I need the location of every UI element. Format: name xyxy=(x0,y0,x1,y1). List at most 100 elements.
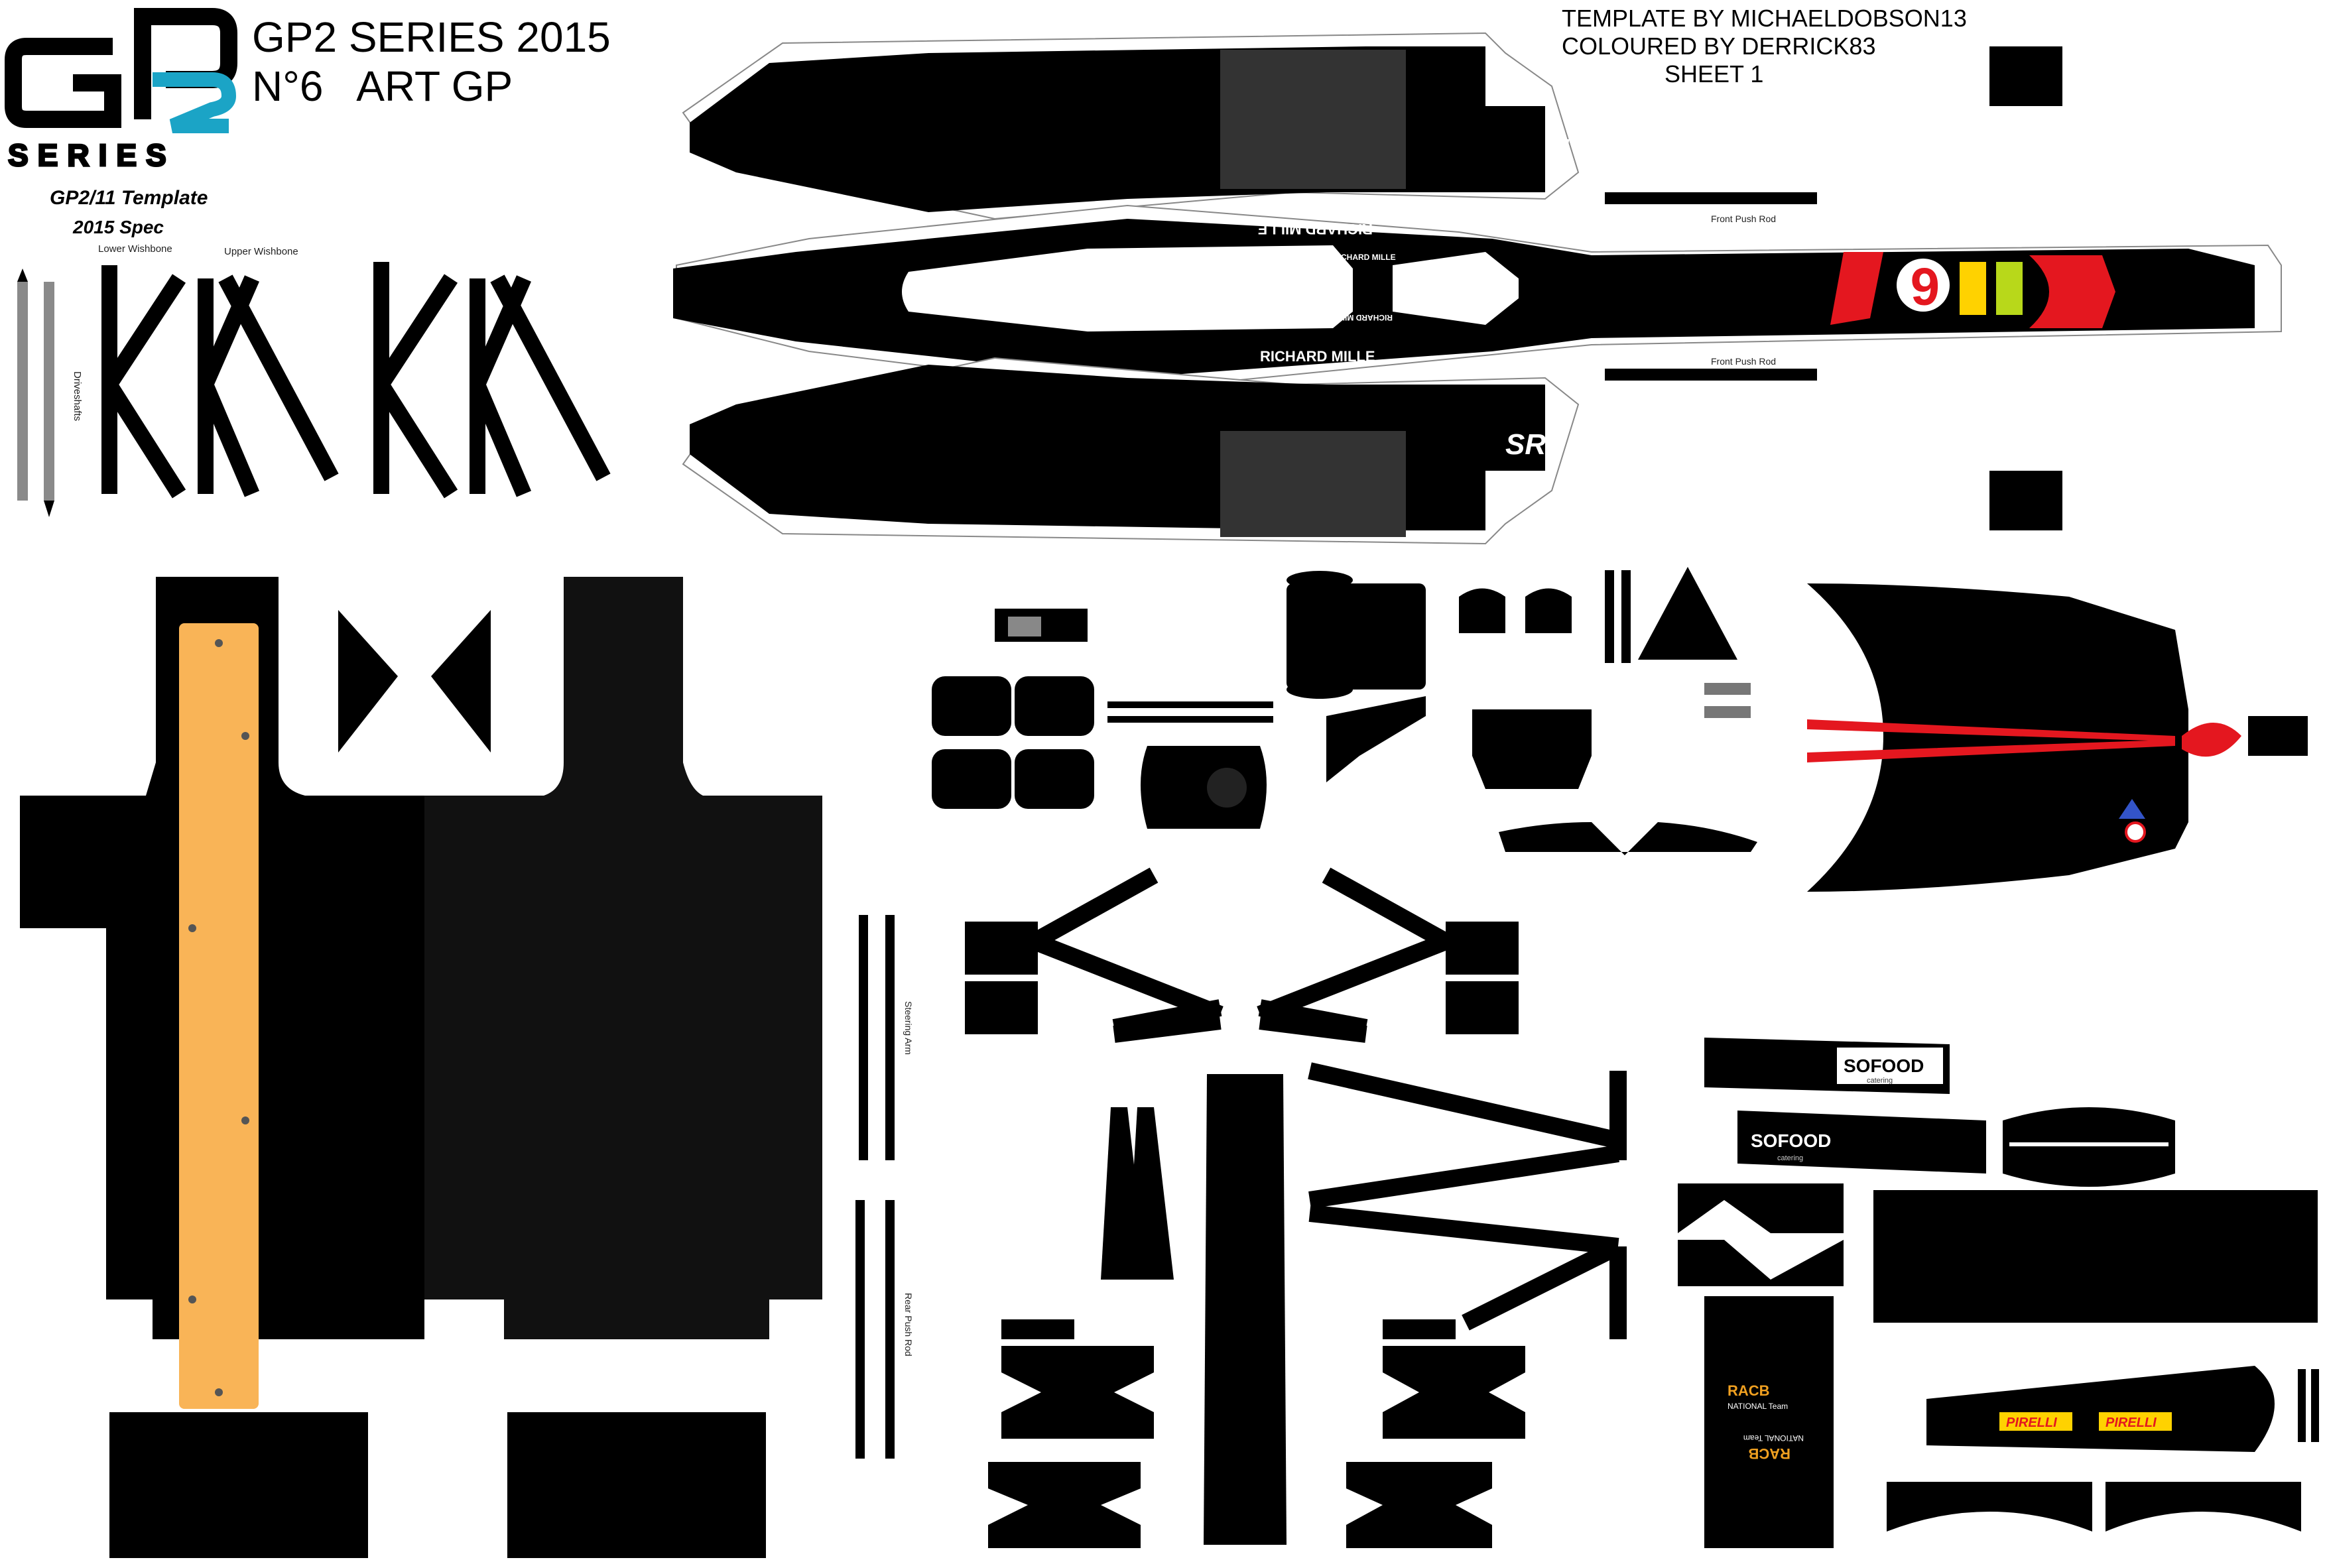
wing-arc-right xyxy=(2105,1482,2301,1532)
chevron-part-2 xyxy=(1678,1240,1844,1286)
headrest-top xyxy=(1287,571,1353,589)
wishbone-4 xyxy=(470,274,611,497)
hub-block-left-2 xyxy=(965,981,1038,1034)
bracket xyxy=(1383,1319,1456,1339)
sidepod-bottom-panel: SRS.F xyxy=(682,357,2062,545)
engine-spine xyxy=(1204,1074,1287,1545)
sidepod-top-mesh xyxy=(1220,50,1406,189)
wing-post-2 xyxy=(2311,1369,2319,1442)
nose-cone xyxy=(1807,583,2308,892)
nose-red-stripe xyxy=(1807,719,2175,762)
driveshafts xyxy=(17,269,54,517)
logo-word: SERIES xyxy=(8,138,176,172)
wishbone-3 xyxy=(373,262,458,499)
rod-2 xyxy=(1107,716,1273,723)
steering-arm-1 xyxy=(859,915,868,1160)
driveshaft-end-top xyxy=(17,269,28,282)
arm-right-lower xyxy=(1258,999,1368,1043)
driveshaft-end-bottom xyxy=(44,501,54,517)
wishbone-2 xyxy=(198,274,339,497)
nose-tip-red xyxy=(2182,723,2241,757)
sidepod-bottom-body xyxy=(690,365,1545,530)
sofood-panel-1: SOFOOD catering xyxy=(1704,1038,1950,1094)
mirror-right xyxy=(1525,588,1572,633)
logo-2-shape xyxy=(153,72,237,133)
sofood-logo: SOFOOD xyxy=(1751,1130,1831,1151)
sofood-sub: catering xyxy=(1867,1077,1893,1085)
racb-sub-1: NATIONAL Team xyxy=(1728,1402,1788,1411)
floor-diffuser-left xyxy=(109,1412,368,1558)
front-push-rod-label-1: Front Push Rod xyxy=(1711,213,1776,224)
richard-mille-small-1: RICHARD MILLE xyxy=(1333,253,1396,262)
stripe-on-rounded-panel xyxy=(2009,1142,2168,1146)
sidepod-bottom-mesh xyxy=(1220,431,1406,537)
bar-1 xyxy=(1605,570,1614,663)
chevron-part-1 xyxy=(1678,1183,1844,1233)
engine-cover-block xyxy=(1472,709,1592,756)
rear-push-rod-1 xyxy=(855,1200,865,1459)
nose-tip-block xyxy=(2248,716,2308,756)
richard-mille-small-2: RICHARD MILLE xyxy=(1330,313,1393,322)
car-line: N°6 ART GP xyxy=(252,62,513,110)
rear-push-rod-2 xyxy=(885,1200,895,1459)
pirelli-badge-chassis xyxy=(1960,262,1986,315)
rear-push-rod-label: Rear Push Rod xyxy=(903,1293,914,1357)
sofood-panel-2: SOFOOD catering xyxy=(1737,1111,1986,1174)
wishbone-1 xyxy=(101,265,186,499)
arm-left-upper xyxy=(1030,867,1224,1023)
front-push-rod-label-2: Front Push Rod xyxy=(1711,356,1776,367)
side-panel-4 xyxy=(1015,749,1094,809)
floor-panel xyxy=(20,577,822,1558)
nose-circle-decal xyxy=(2125,821,2146,843)
richard-mille-top: RICHARD MILLE xyxy=(1257,221,1373,237)
plank-bolt xyxy=(188,1296,196,1303)
richard-mille-bottom: RICHARD MILLE xyxy=(1260,348,1375,365)
steering-wheel xyxy=(1141,746,1267,829)
template-spec: 2015 Spec xyxy=(72,217,164,237)
big-black-panel xyxy=(1873,1190,2318,1323)
mirror-left xyxy=(1459,588,1505,633)
airbox xyxy=(1638,567,1737,660)
floor-diffuser-right xyxy=(507,1412,766,1558)
nose-body xyxy=(1807,583,2188,892)
arm-right-upper xyxy=(1257,867,1450,1023)
rear-cutout xyxy=(1393,252,1519,325)
hub-block-right-2 xyxy=(1446,981,1519,1034)
plank xyxy=(179,623,259,1409)
bracket xyxy=(1001,1346,1154,1439)
sas-logo-bottom: SRS.F xyxy=(1505,428,1592,461)
bracket-set-left xyxy=(988,1319,1154,1548)
credit-colour: COLOURED BY DERRICK83 xyxy=(1562,32,1875,60)
bracket xyxy=(1383,1346,1525,1439)
driveshaft-2 xyxy=(44,282,54,501)
plank-bolt xyxy=(241,1116,249,1124)
lower-wishbone-label: Lower Wishbone xyxy=(98,243,172,255)
driveshafts-label: Driveshafts xyxy=(72,371,83,421)
pirelli-board-1 xyxy=(1999,1412,2072,1431)
front-push-rod-2 xyxy=(1605,369,1817,381)
side-panel-1 xyxy=(932,676,1011,736)
arm-left-lower xyxy=(1112,999,1222,1043)
headrest xyxy=(1287,583,1426,690)
template-name: GP2/11 Template xyxy=(50,187,208,209)
gp2-series-logo: SERIES xyxy=(5,8,237,174)
small-link-2 xyxy=(1704,706,1751,718)
tall-fin-2 xyxy=(1127,1107,1174,1280)
pirelli-text-2: PIRELLI xyxy=(2105,1416,2157,1430)
racb-logo-2: RACB xyxy=(1748,1445,1791,1462)
bracket xyxy=(988,1462,1141,1548)
pirelli-text-1: PIRELLI xyxy=(2006,1416,2057,1430)
small-parts xyxy=(932,567,1757,855)
sas-logo-top: SRS.F xyxy=(1551,133,1638,165)
bracket-set-right xyxy=(1346,1319,1525,1548)
plank-bolt xyxy=(241,732,249,740)
upper-wishbone-label: Upper Wishbone xyxy=(224,246,298,257)
bowtie-left xyxy=(338,610,398,753)
rod-1 xyxy=(1107,701,1273,708)
sofood-panel-body xyxy=(1737,1111,1986,1174)
racb-logo-1: RACB xyxy=(1728,1382,1770,1399)
hub-block-right-1 xyxy=(1446,922,1519,975)
headrest-bottom xyxy=(1287,680,1353,699)
sponsor-badge-chassis xyxy=(1996,262,2023,315)
